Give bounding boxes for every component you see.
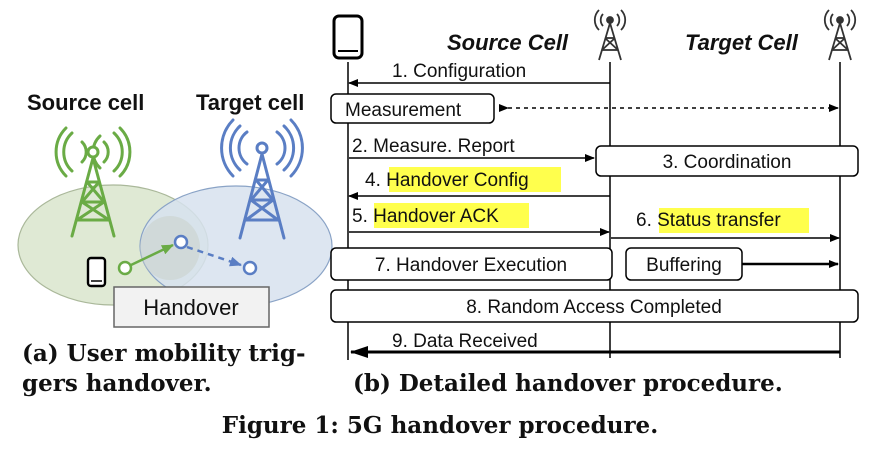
antenna-icon <box>823 9 857 61</box>
msg-configuration-label: 1. Configuration <box>392 61 526 82</box>
phone-icon <box>86 256 107 288</box>
caption-b: (b) Detailed handover procedure. <box>353 370 783 397</box>
caption-a-line1: (a) User mobility trig- <box>22 340 306 367</box>
antenna-icon <box>593 9 627 61</box>
highlight-handover-config <box>389 167 561 192</box>
buffering-label: Buffering <box>646 255 722 276</box>
figure-caption: Figure 1: 5G handover procedure. <box>222 412 658 439</box>
user-dashed-arrow <box>186 245 242 267</box>
random-access-label: 8. Random Access Completed <box>466 297 722 318</box>
panel-b-procedure: Source Cell Target Cell 1. Configuration <box>330 9 859 397</box>
highlight-status-transfer <box>659 208 809 233</box>
panel-a-mobility: Source cell Target cell <box>17 90 333 397</box>
handover-execution-label: 7. Handover Execution <box>375 255 567 276</box>
user-end-point <box>242 260 258 276</box>
coordination-box <box>595 145 859 177</box>
msg-handover-config: 4. Handover Config <box>365 170 529 191</box>
highlight-handover-ack <box>374 203 529 228</box>
measurement-label: Measurement <box>345 100 462 121</box>
handover-execution-box <box>330 247 613 281</box>
user-move-arrow <box>130 243 174 267</box>
measurement-box <box>330 93 495 124</box>
target-cell-header: Target Cell <box>685 30 799 55</box>
source-cell-header: Source Cell <box>447 30 569 55</box>
random-access-box <box>330 289 859 323</box>
source-cell-label: Source cell <box>27 90 144 115</box>
phone-icon <box>332 14 364 60</box>
user-start-point <box>117 260 133 276</box>
msg-measure-report-label: 2. Measure. Report <box>352 136 515 157</box>
cell-tower-icon <box>220 118 304 240</box>
target-cell-label: Target cell <box>196 90 304 115</box>
caption-a-line2: gers handover. <box>22 370 212 397</box>
handover-label-box <box>113 286 270 328</box>
msg-handover-ack: 5. Handover ACK <box>352 206 499 227</box>
msg-status-transfer: 6. Status transfer <box>636 210 781 231</box>
cell-tower-icon <box>54 126 132 238</box>
user-handover-point <box>173 234 189 250</box>
coordination-label: 3. Coordination <box>663 152 792 173</box>
handover-label: Handover <box>143 295 238 320</box>
msg-data-received-label: 9. Data Received <box>392 331 538 352</box>
